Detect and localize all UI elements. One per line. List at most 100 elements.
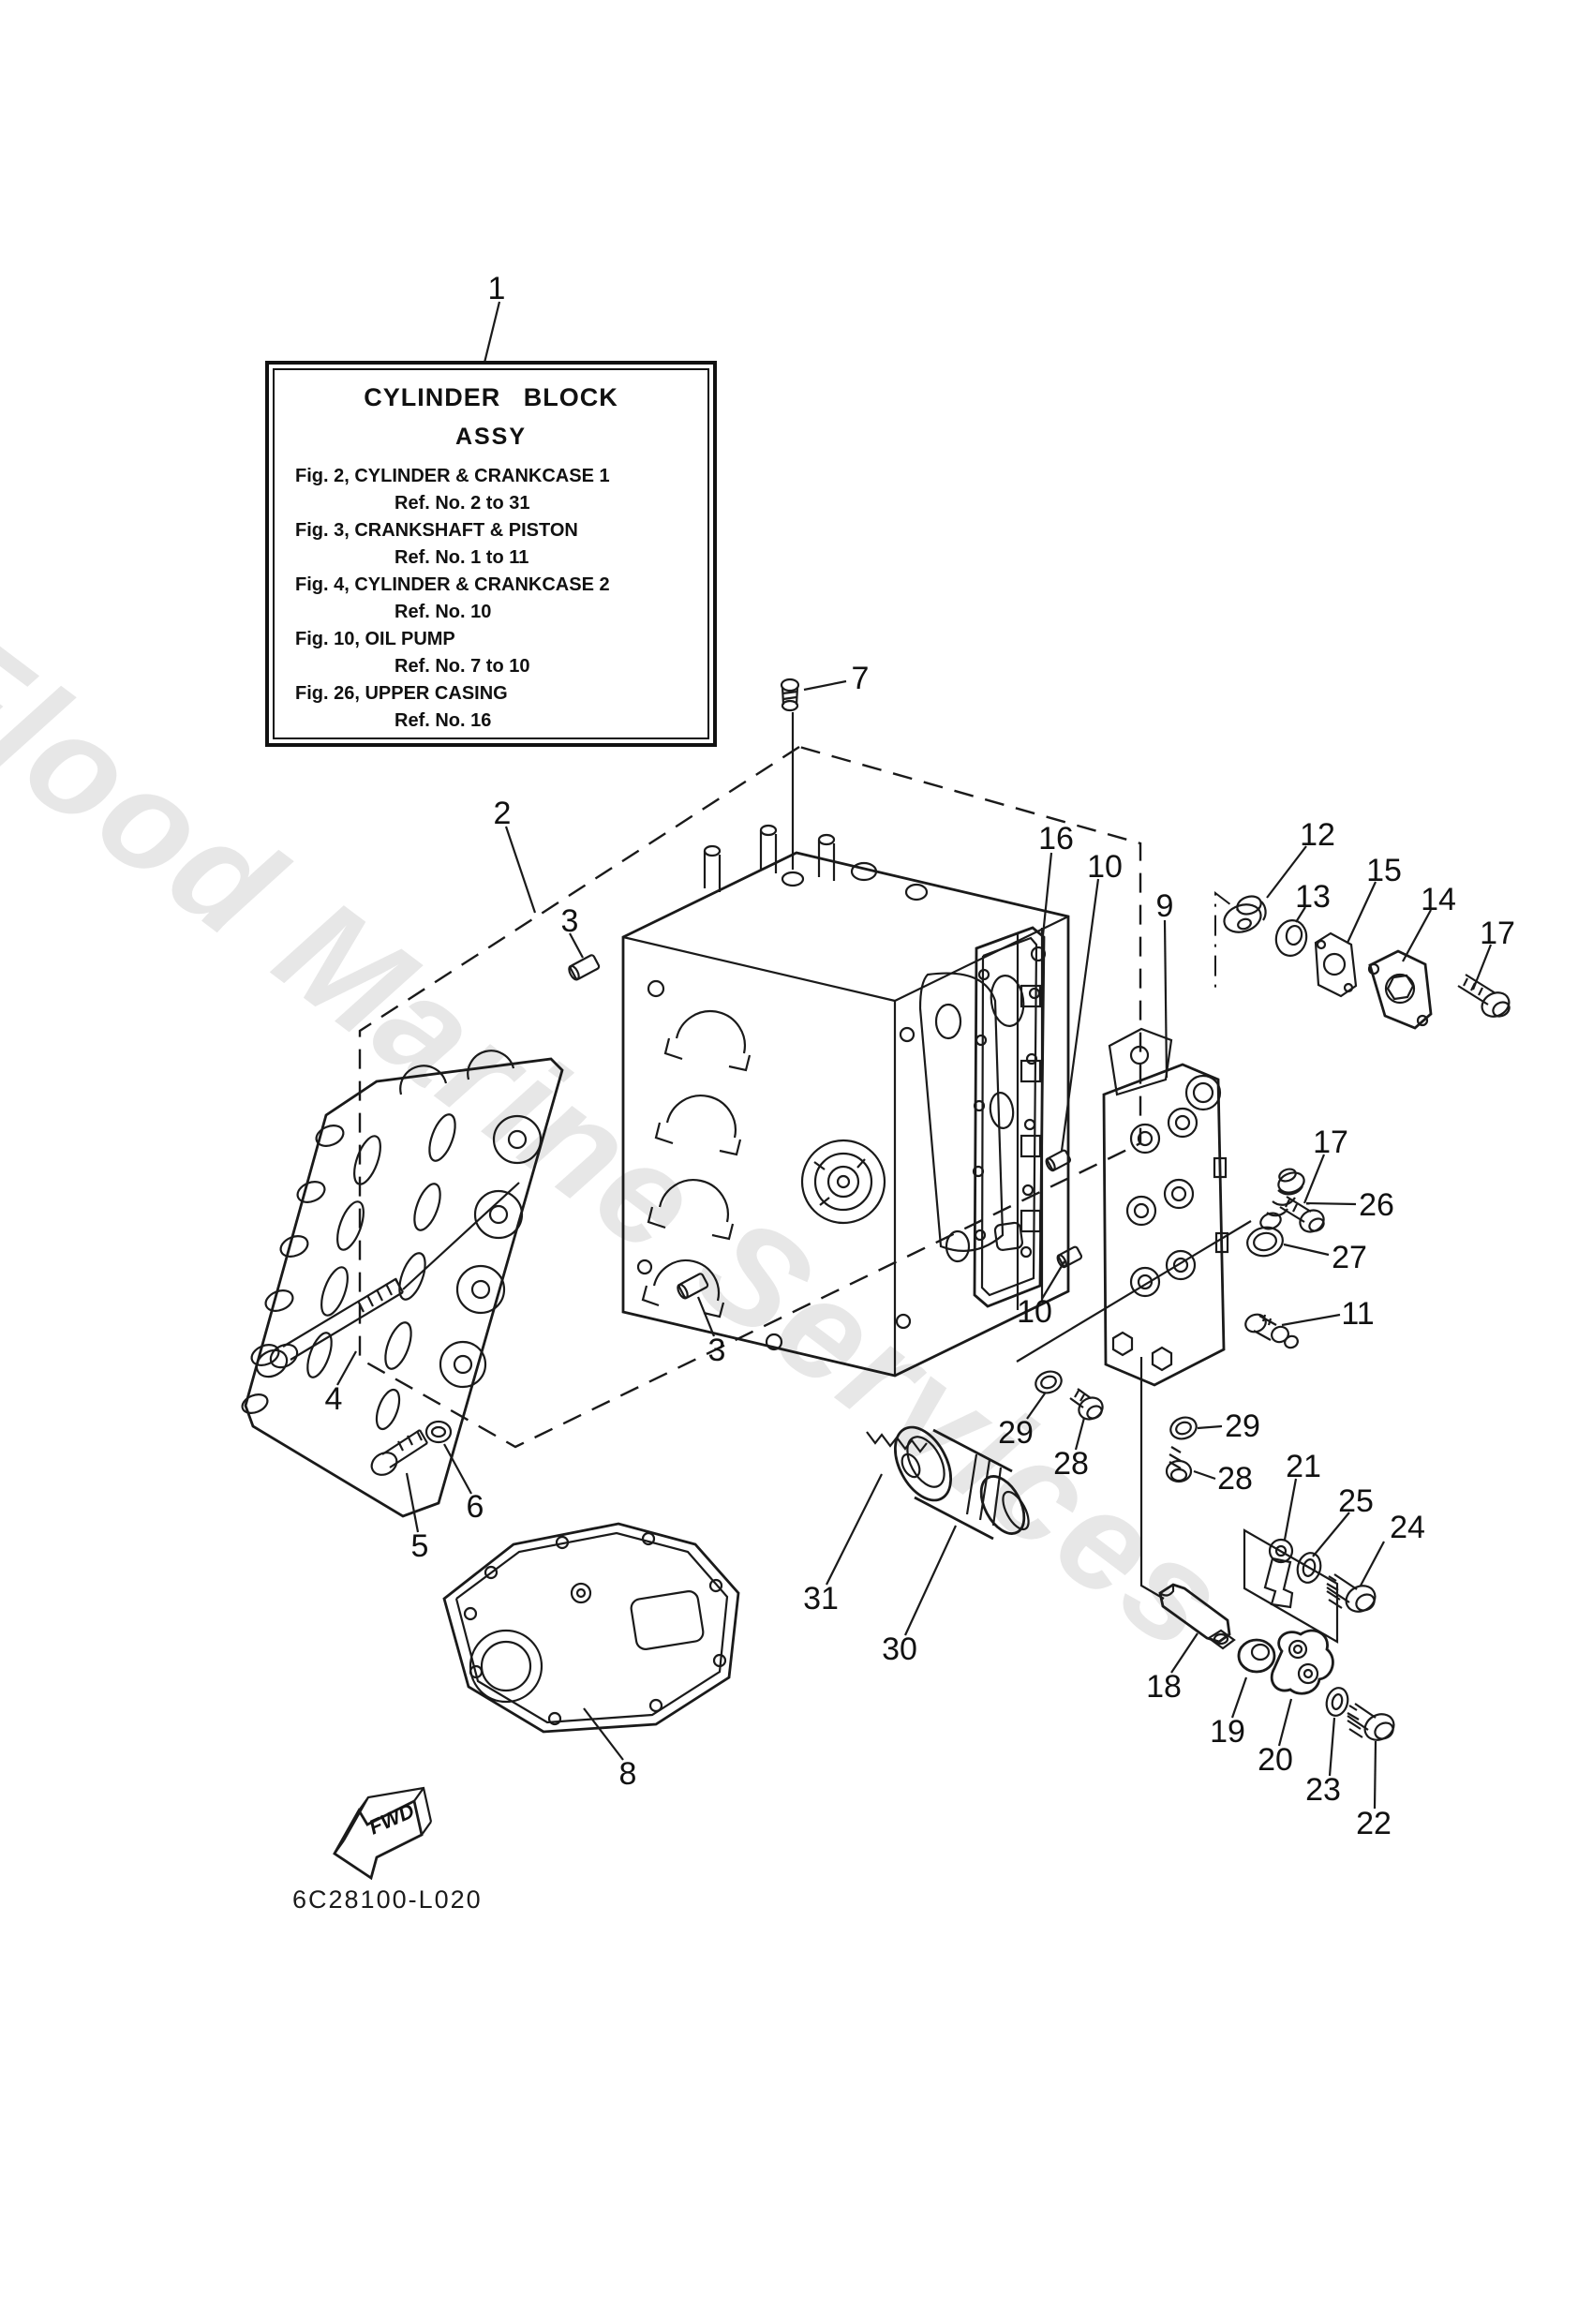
washer-13-drawing	[1274, 919, 1308, 957]
bolt-17a-drawing	[1457, 974, 1511, 1018]
figure-reference-entry: Ref. No. 2 to 31	[394, 493, 530, 514]
callout-leader-6	[443, 1443, 472, 1495]
callout-17: 17	[1480, 916, 1515, 951]
lever-21-drawing	[1263, 1538, 1294, 1609]
callout-1: 1	[488, 271, 506, 306]
callout-leader-18	[1170, 1632, 1198, 1674]
callout-leader-30	[904, 1525, 957, 1636]
cylinder-block-drawing	[621, 824, 1070, 1378]
fwd-label: FWD	[365, 1798, 418, 1839]
callout-leader-16	[1040, 852, 1053, 946]
clamp-20-drawing	[1270, 1629, 1334, 1695]
callout-6: 6	[467, 1489, 484, 1525]
figure-reference-entry: Fig. 2, CYLINDER & CRANKCASE 1	[295, 466, 610, 486]
bolt-24-drawing	[1326, 1573, 1377, 1613]
callout-19: 19	[1210, 1714, 1245, 1750]
block-right-rail	[918, 928, 1044, 1310]
block-studs	[703, 824, 929, 901]
bolt-17b-drawing	[1279, 1196, 1325, 1233]
callout-10: 10	[1017, 1294, 1052, 1330]
callout-29: 29	[998, 1415, 1034, 1451]
callout-leader-22	[1373, 1740, 1377, 1810]
callout-3: 3	[708, 1333, 726, 1368]
callout-leader-4	[336, 1350, 357, 1386]
screw-7-drawing	[780, 678, 800, 870]
callout-leader-19	[1230, 1676, 1248, 1719]
dowel-pins	[568, 954, 1083, 1300]
callout-10: 10	[1087, 849, 1123, 885]
figure-reference-entry: Ref. No. 7 to 10	[394, 656, 530, 677]
drawing-code: 6C28100-L020	[292, 1885, 483, 1914]
oring-29-right	[1169, 1416, 1198, 1440]
callout-leader-25	[1312, 1512, 1350, 1557]
callout-20: 20	[1258, 1742, 1293, 1778]
callout-leader-7	[803, 679, 847, 692]
cylinder-head-drawing	[241, 1050, 564, 1518]
crank-saddles	[641, 1010, 752, 1318]
callout-11: 11	[1341, 1296, 1374, 1332]
bolt-28-right	[1165, 1446, 1193, 1483]
callout-leader-15	[1347, 881, 1377, 944]
box-subtitle: ASSY	[454, 424, 528, 450]
callout-26: 26	[1359, 1187, 1394, 1223]
cover-14-drawing	[1367, 949, 1433, 1030]
callout-leader-17	[1471, 944, 1493, 991]
oring-27-drawing	[1246, 1226, 1284, 1258]
callout-leader-13	[1295, 906, 1306, 923]
dashed-assembly-outline	[358, 745, 1142, 1449]
callout-17: 17	[1313, 1125, 1348, 1160]
callout-27: 27	[1332, 1240, 1367, 1275]
bracket-18-drawing	[1158, 1583, 1236, 1650]
callout-leader-31	[826, 1473, 883, 1586]
washer-23-drawing	[1325, 1687, 1349, 1717]
washer-25-drawing	[1296, 1552, 1322, 1584]
callout-leader-2	[504, 826, 537, 914]
callout-28: 28	[1217, 1461, 1253, 1497]
callout-8: 8	[619, 1756, 637, 1792]
sensor-11-drawing	[1244, 1313, 1299, 1349]
callout-leader-3	[569, 932, 584, 959]
bolt-22-drawing	[1347, 1703, 1395, 1741]
callout-leader-17	[1303, 1154, 1326, 1204]
bolt-28-left	[1069, 1388, 1104, 1421]
box-title: CYLINDER BLOCK	[364, 383, 618, 411]
callout-31: 31	[803, 1581, 839, 1616]
figure-reference-entry: Ref. No. 1 to 11	[394, 547, 529, 568]
bolt-4-drawing	[255, 1182, 520, 1378]
callout-leader-1	[483, 301, 501, 364]
callout-30: 30	[882, 1631, 917, 1667]
figure-reference-entry: Ref. No. 10	[394, 602, 492, 622]
callout-leader-27	[1283, 1243, 1330, 1257]
callout-28: 28	[1053, 1446, 1089, 1482]
plate-9-drawing	[1102, 1027, 1229, 1387]
callout-leader-28	[1193, 1469, 1216, 1481]
figure-reference-entry: Fig. 26, UPPER CASING	[295, 683, 508, 704]
callout-leader-28	[1074, 1417, 1086, 1451]
relief-spring-drawing	[866, 1431, 928, 1479]
callout-9: 9	[1156, 888, 1174, 924]
callout-14: 14	[1421, 882, 1456, 917]
callout-16: 16	[1038, 821, 1074, 857]
figure-reference-entry: Fig. 3, CRANKSHAFT & PISTON	[295, 520, 578, 541]
callout-23: 23	[1305, 1772, 1341, 1808]
callout-leader-29	[1026, 1393, 1046, 1420]
anode-26-drawing	[1259, 1168, 1305, 1230]
plug-12-drawing	[1214, 890, 1267, 993]
callout-leader-14	[1402, 909, 1432, 962]
fwd-arrow: FWD	[333, 1786, 433, 1881]
figure-reference-box-inner: CYLINDER BLOCK ASSY Fig. 2, CYLINDER & C…	[273, 368, 709, 739]
callout-leader-3	[696, 1296, 716, 1337]
callout-leader-8	[583, 1707, 624, 1761]
figure-reference-entries: Fig. 2, CYLINDER & CRANKCASE 1 Ref. No. 2…	[275, 463, 707, 735]
callout-leader-26	[1305, 1201, 1357, 1206]
callout-leader-9	[1163, 919, 1169, 1079]
callout-3: 3	[561, 903, 579, 939]
gasket-16-drawing	[972, 926, 1047, 1308]
callout-leader-29	[1197, 1424, 1223, 1430]
callout-leader-12	[1266, 845, 1307, 899]
figure-reference-box: CYLINDER BLOCK ASSY Fig. 2, CYLINDER & C…	[265, 361, 717, 747]
callout-leader-24	[1360, 1541, 1385, 1587]
crank-seal-boss	[800, 1139, 886, 1225]
